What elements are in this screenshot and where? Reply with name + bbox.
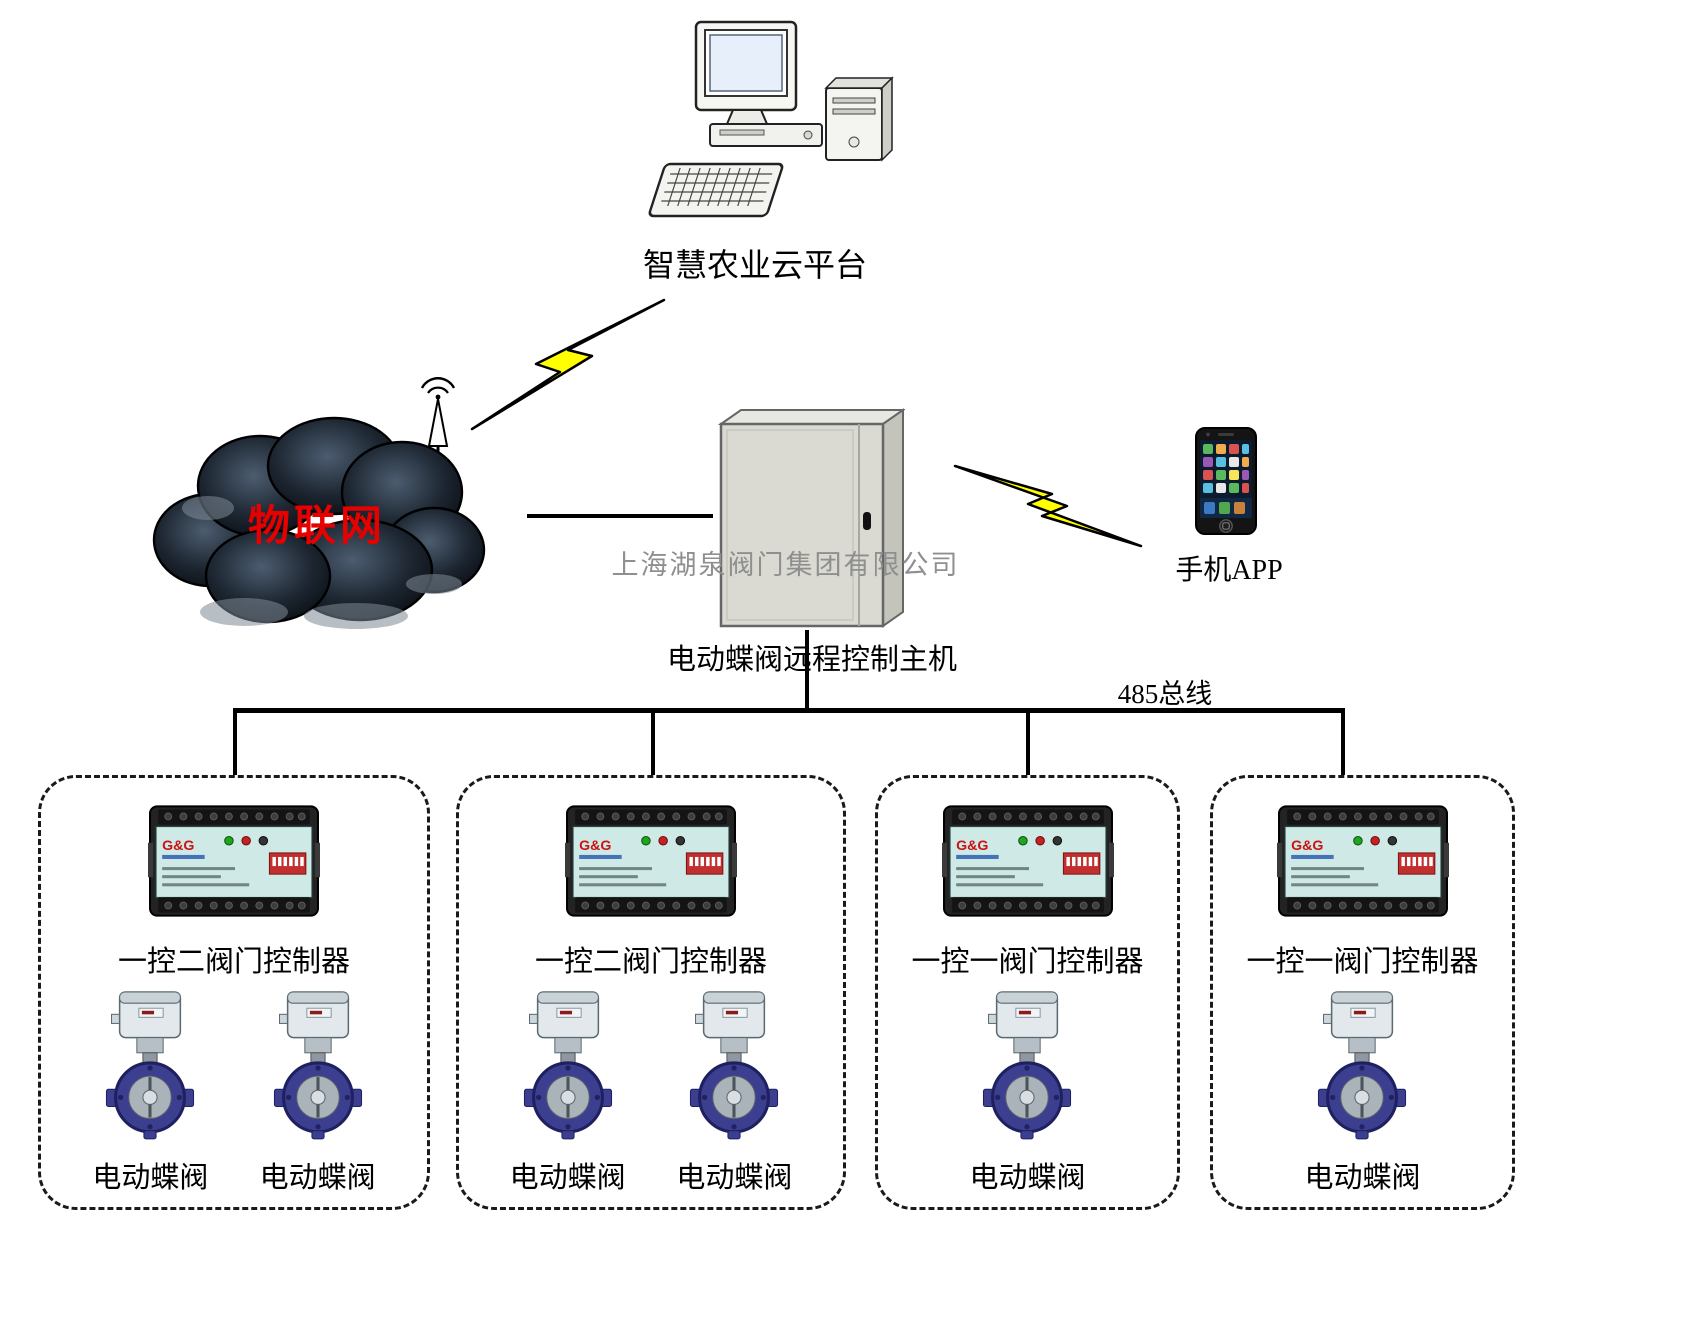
valves-row: 电动蝶阀 电动蝶阀 [459, 988, 843, 1207]
cloud-platform-computer-icon [648, 20, 894, 218]
connector-host-down [805, 630, 809, 710]
bus-label: 485总线 [1117, 679, 1213, 709]
valve-controller-icon [565, 800, 737, 922]
valve-assembly: 电动蝶阀 [969, 988, 1086, 1207]
controller-label: 一控二阀门控制器 [534, 946, 767, 978]
butterfly-valve-icon [1311, 988, 1413, 1150]
valve-group-3: 一控一阀门控制器 电动蝶阀 [875, 775, 1180, 1210]
valve-controller-icon [1277, 800, 1449, 922]
valve-label: 电动蝶阀 [1304, 1162, 1421, 1194]
controller-label: 一控一阀门控制器 [1246, 946, 1479, 978]
drop-line-1 [233, 708, 237, 778]
valve-assembly: 电动蝶阀 [1304, 988, 1421, 1207]
iot-cloud-icon [152, 416, 486, 629]
valve-assembly: 电动蝶阀 [260, 988, 376, 1207]
valve-group-4: 一控一阀门控制器 电动蝶阀 [1210, 775, 1515, 1210]
connector-cloud-to-host [527, 514, 713, 518]
valve-assembly: 电动蝶阀 [92, 988, 208, 1207]
drop-line-2 [651, 708, 655, 778]
controller-label: 一控二阀门控制器 [117, 946, 350, 978]
bus-line-485 [233, 708, 1345, 713]
butterfly-valve-icon [517, 988, 619, 1150]
valve-label: 电动蝶阀 [969, 1162, 1086, 1194]
controller-label: 一控一阀门控制器 [911, 946, 1144, 978]
valve-label: 电动蝶阀 [92, 1162, 209, 1194]
host-cabinet-icon [717, 408, 905, 628]
valve-label: 电动蝶阀 [259, 1162, 376, 1194]
valve-assembly: 电动蝶阀 [510, 988, 626, 1207]
valve-group-2: 一控二阀门控制器 电动蝶阀 电动蝶阀 [456, 775, 846, 1210]
valves-row: 电动蝶阀 电动蝶阀 [41, 988, 427, 1207]
butterfly-valve-icon [683, 988, 785, 1150]
valve-label: 电动蝶阀 [509, 1162, 626, 1194]
valves-row: 电动蝶阀 [878, 988, 1177, 1207]
butterfly-valve-icon [267, 988, 369, 1150]
valve-group-1: 一控二阀门控制器 电动蝶阀 电动蝶阀 [38, 775, 430, 1210]
cloud-platform-label: 智慧农业云平台 [642, 247, 867, 283]
valve-controller-icon [942, 800, 1114, 922]
valves-row: 电动蝶阀 [1213, 988, 1512, 1207]
host-label: 电动蝶阀远程控制主机 [666, 644, 957, 676]
phone-icon [1195, 427, 1257, 535]
drop-line-3 [1026, 708, 1030, 778]
valve-assembly: 电动蝶阀 [676, 988, 792, 1207]
drop-line-4 [1341, 708, 1345, 778]
host-watermark: 上海湖泉阀门集团有限公司 [611, 550, 960, 580]
butterfly-valve-icon [976, 988, 1078, 1150]
lightning-bolt-right [953, 464, 1143, 548]
butterfly-valve-icon [99, 988, 201, 1150]
phone-label: 手机APP [1175, 555, 1283, 586]
valve-controller-icon [148, 800, 320, 922]
lightning-bolt-upper [470, 298, 666, 431]
iot-label: 物联网 [248, 504, 387, 550]
valve-label: 电动蝶阀 [676, 1162, 793, 1194]
